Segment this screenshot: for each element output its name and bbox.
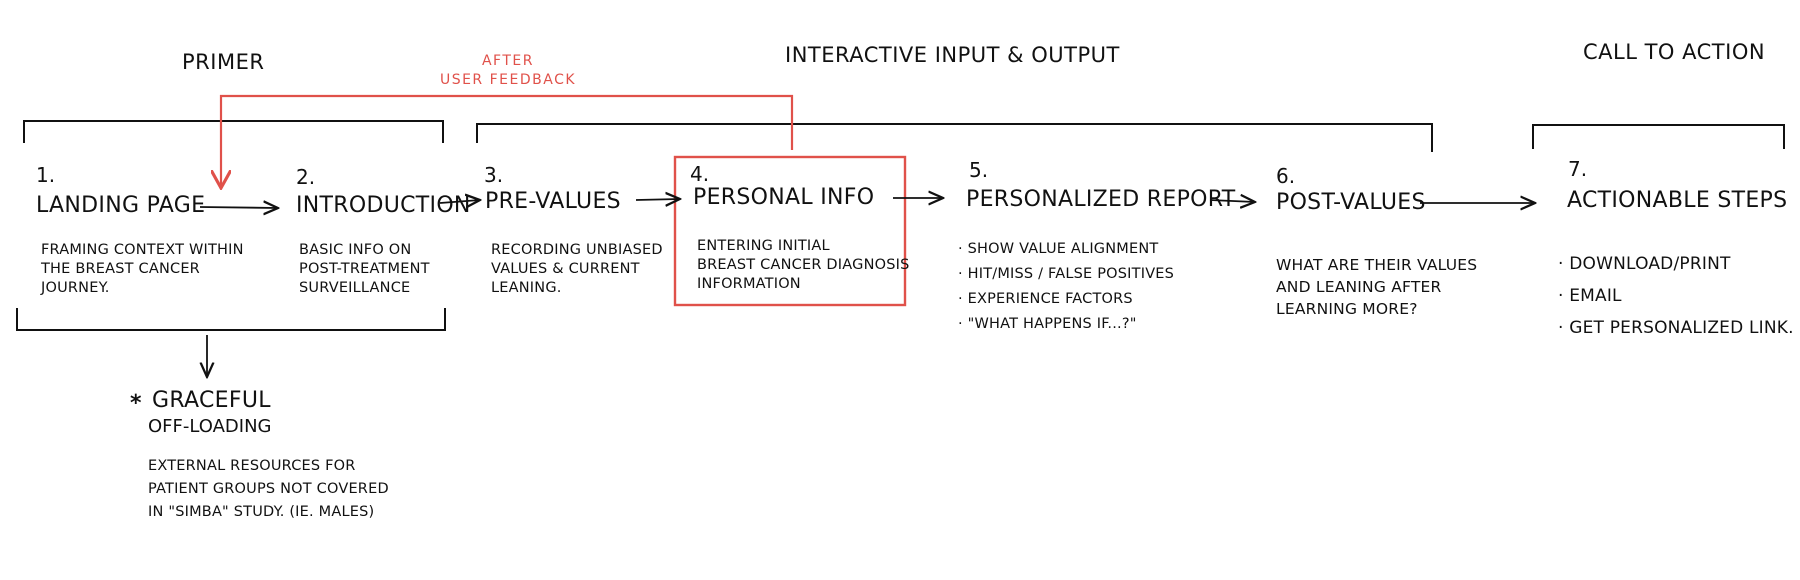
step-6-desc-line: LEARNING MORE? xyxy=(1276,300,1418,318)
offloading-desc-line: EXTERNAL RESOURCES FOR xyxy=(148,458,356,474)
step-2-desc-line: POST-TREATMENT xyxy=(299,261,430,277)
offloading-desc-line: IN "SIMBA" STUDY. (IE. MALES) xyxy=(148,504,375,520)
step-1-description: FRAMING CONTEXT WITHIN THE BREAST CANCER… xyxy=(41,241,244,298)
step-6-number: 6. xyxy=(1276,164,1296,188)
section-label-cta: CALL TO ACTION xyxy=(1583,40,1766,64)
feedback-connector xyxy=(221,94,794,186)
step-7-bullet: · EMAIL xyxy=(1558,286,1622,306)
feedback-note-line-2: USER FEEDBACK xyxy=(439,72,577,88)
step-3-title: PRE-VALUES xyxy=(485,189,621,214)
step-3-description: RECORDING UNBIASED VALUES & CURRENT LEAN… xyxy=(491,241,663,298)
step-1-desc-line: JOURNEY. xyxy=(41,280,110,296)
step-4-description: ENTERING INITIAL BREAST CANCER DIAGNOSIS… xyxy=(697,237,910,294)
flow-arrow-2-3 xyxy=(439,200,480,203)
step-7-title: ACTIONABLE STEPS xyxy=(1567,188,1788,213)
offloading-desc-line: PATIENT GROUPS NOT COVERED xyxy=(148,481,389,497)
offloading-title-line-2: OFF-LOADING xyxy=(148,416,272,437)
primer-bracket xyxy=(23,120,444,143)
step-3-number: 3. xyxy=(484,163,504,187)
step-7-number: 7. xyxy=(1568,157,1588,181)
feedback-note-line-1: AFTER xyxy=(481,53,534,69)
flow-arrow-5-6 xyxy=(1209,200,1255,202)
step-2-title: INTRODUCTION xyxy=(296,193,471,218)
step-2-number: 2. xyxy=(296,165,316,189)
interactive-bracket xyxy=(476,123,1433,152)
step-4-highlight-box xyxy=(673,155,907,307)
step-6-desc-line: AND LEANING AFTER xyxy=(1276,278,1442,296)
step-5-bullet: · EXPERIENCE FACTORS xyxy=(958,291,1133,307)
offloading-title-line-1: GRACEFUL xyxy=(152,388,271,413)
flow-arrow-3-4 xyxy=(635,199,680,200)
section-label-interactive: INTERACTIVE INPUT & OUTPUT xyxy=(785,43,1120,67)
step-5-number: 5. xyxy=(969,158,989,182)
feedback-note: AFTER USER FEEDBACK xyxy=(428,52,588,90)
step-5-bullet: · "WHAT HAPPENS IF...?" xyxy=(958,316,1137,332)
step-1-desc-line: FRAMING CONTEXT WITHIN xyxy=(41,242,244,258)
step-6-description: WHAT ARE THEIR VALUES AND LEANING AFTER … xyxy=(1276,254,1477,320)
step-6-title: POST-VALUES xyxy=(1276,190,1426,215)
flow-arrow-1-2 xyxy=(199,207,278,208)
step-4-number: 4. xyxy=(690,162,710,186)
step-2-desc-line: SURVEILLANCE xyxy=(299,280,411,296)
step-3-desc-line: VALUES & CURRENT xyxy=(491,261,640,277)
step-4-desc-line: ENTERING INITIAL xyxy=(697,238,830,254)
step-4-desc-line: INFORMATION xyxy=(697,276,801,292)
offloading-star-icon: * xyxy=(130,391,142,416)
step-7-bullet: · DOWNLOAD/PRINT xyxy=(1558,254,1731,274)
step-2-description: BASIC INFO ON POST-TREATMENT SURVEILLANC… xyxy=(299,241,430,298)
cta-bracket xyxy=(1532,124,1785,149)
step-1-desc-line: THE BREAST CANCER xyxy=(41,261,200,277)
step-5-bullet: · HIT/MISS / FALSE POSITIVES xyxy=(958,266,1175,282)
step-5-title: PERSONALIZED REPORT xyxy=(966,187,1236,212)
step-6-desc-line: WHAT ARE THEIR VALUES xyxy=(1276,256,1478,274)
step-5-bullet: · SHOW VALUE ALIGNMENT xyxy=(958,241,1159,257)
step-4-desc-line: BREAST CANCER DIAGNOSIS xyxy=(697,257,910,273)
step-4-title: PERSONAL INFO xyxy=(693,185,875,210)
offloading-bracket xyxy=(16,308,446,331)
step-1-title: LANDING PAGE xyxy=(36,193,206,218)
offloading-description: EXTERNAL RESOURCES FOR PATIENT GROUPS NO… xyxy=(148,455,389,524)
section-label-primer: PRIMER xyxy=(182,50,265,74)
step-1-number: 1. xyxy=(36,163,56,187)
step-7-bullets: · DOWNLOAD/PRINT · EMAIL · GET PERSONALI… xyxy=(1558,248,1794,344)
step-3-desc-line: LEANING. xyxy=(491,280,562,296)
step-7-bullet: · GET PERSONALIZED LINK. xyxy=(1558,318,1794,338)
step-3-desc-line: RECORDING UNBIASED xyxy=(491,242,663,258)
step-2-desc-line: BASIC INFO ON xyxy=(299,242,412,258)
step-5-bullets: · SHOW VALUE ALIGNMENT · HIT/MISS / FALS… xyxy=(958,237,1174,337)
